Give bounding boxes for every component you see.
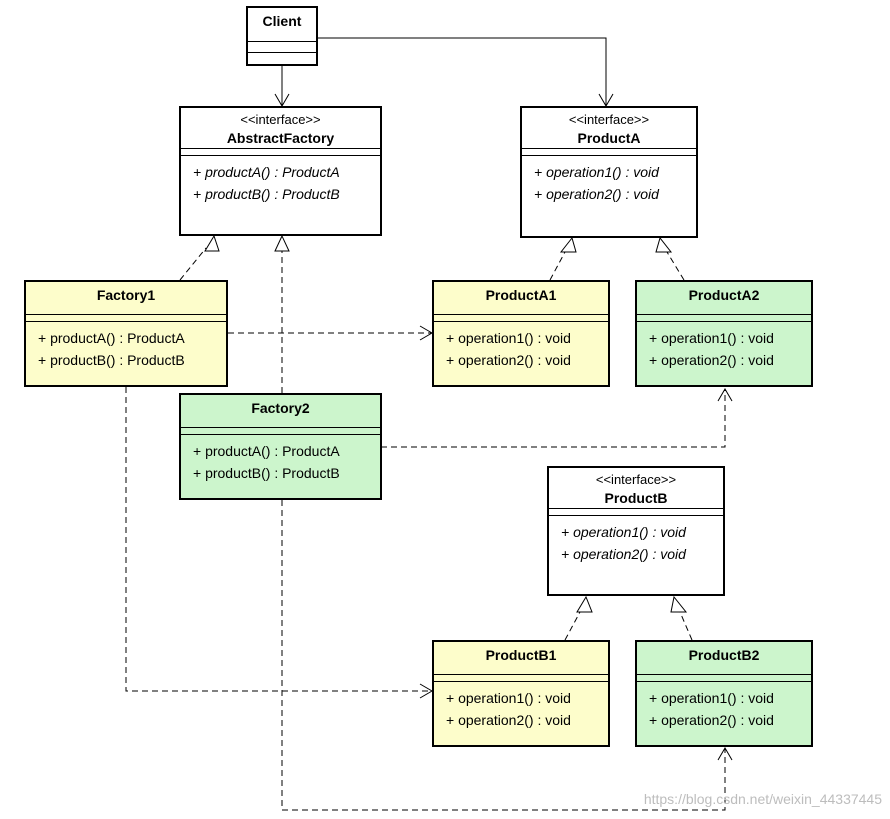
class-header: Factory1 [26,282,226,315]
realization-arrowhead [576,595,593,613]
operation: + productA() : ProductA [38,330,185,346]
class-header: ProductA2 [637,282,811,315]
operation: + operation1() : void [534,164,659,180]
operations-compartment: + productA() : ProductA + productB() : P… [181,156,380,205]
operation: + operation2() : void [561,546,686,562]
class-name: Factory1 [96,287,156,303]
class-name: Factory2 [251,400,310,416]
operations-compartment: + operation1() : void + operation2() : v… [637,682,811,731]
operation: + operation2() : void [649,352,774,368]
class-client-header: Client [248,8,316,42]
attributes-compartment [549,509,723,516]
class-header: Factory2 [181,395,380,428]
class-factory1: Factory1 + productA() : ProductA + produ… [24,280,228,387]
class-name: ProductA2 [688,287,760,303]
interface-productb: <<interface>> ProductB + operation1() : … [547,466,725,596]
operation: + productB() : ProductB [38,352,185,368]
association-client-producta [318,37,614,107]
stereotype-label: <<interface>> [568,112,650,127]
operations-compartment: + productA() : ProductA + productB() : P… [181,435,380,484]
class-header: ProductB2 [637,642,811,675]
dependency-factory1-productb1 [125,387,432,692]
attributes-compartment [248,42,316,53]
class-factory2: Factory2 + productA() : ProductA + produ… [179,393,382,500]
class-client: Client [246,6,318,66]
interface-header: <<interface>> ProductB [549,468,723,509]
operation: + operation2() : void [446,352,571,368]
operations-compartment: + productA() : ProductA + productB() : P… [26,322,226,371]
interface-header: <<interface>> ProductA [522,108,696,149]
operations-compartment: + operation1() : void + operation2() : v… [434,682,608,731]
class-header: ProductB1 [434,642,608,675]
operation: + operation1() : void [561,524,686,540]
interface-abstractfactory: <<interface>> AbstractFactory + productA… [179,106,382,236]
attributes-compartment [637,675,811,682]
realization-arrowhead [670,595,688,613]
class-name: Client [262,13,302,29]
operation: + productB() : ProductB [193,186,340,202]
dependency-arrowhead [717,388,733,402]
attributes-compartment [522,149,696,156]
class-header: ProductA1 [434,282,608,315]
realization-factory1-abstractfactory [179,247,207,281]
operation: + operation1() : void [649,330,774,346]
realization-producta2-producta [666,251,685,281]
operations-compartment: + operation1() : void + operation2() : v… [637,322,811,371]
interface-producta: <<interface>> ProductA + operation1() : … [520,106,698,238]
dependency-arrowhead [717,747,733,761]
class-name: AbstractFactory [226,130,335,146]
attributes-compartment [434,315,608,322]
operation: + productA() : ProductA [193,164,340,180]
operations-compartment: + operation1() : void + operation2() : v… [522,156,696,205]
stereotype-label: <<interface>> [240,112,321,127]
stereotype-label: <<interface>> [595,472,677,487]
operation: + productA() : ProductA [193,443,340,459]
realization-arrowhead [204,234,220,252]
attributes-compartment [637,315,811,322]
dependency-factory2-productb2 [281,500,726,811]
attributes-compartment [181,149,380,156]
interface-header: <<interface>> AbstractFactory [181,108,380,149]
watermark: https://blog.csdn.net/weixin_44337445 [643,791,882,807]
operation: + operation2() : void [534,186,659,202]
class-producta1: ProductA1 + operation1() : void + operat… [432,280,610,387]
class-name: ProductB1 [485,647,557,663]
operation: + operation2() : void [446,712,571,728]
operations-compartment: + operation1() : void + operation2() : v… [549,516,723,565]
realization-arrowhead [655,236,673,253]
attributes-compartment [434,675,608,682]
realization-producta1-producta [549,251,566,281]
class-producta2: ProductA2 + operation1() : void + operat… [635,280,813,387]
operations-compartment: + operation1() : void + operation2() : v… [434,322,608,371]
class-name: ProductB2 [688,647,760,663]
operation: + operation1() : void [446,690,571,706]
realization-arrowhead [559,236,577,253]
dependency-factory2-producta2 [381,389,726,448]
class-name: ProductA [577,130,641,146]
class-name: ProductB [604,490,668,506]
class-name: ProductA1 [485,287,557,303]
attributes-compartment [26,315,226,322]
realization-productb2-productb [679,611,693,641]
operation: + operation2() : void [649,712,774,728]
class-productb2: ProductB2 + operation1() : void + operat… [635,640,813,747]
operation: + operation1() : void [649,690,774,706]
realization-productb1-productb [564,611,581,641]
realization-arrowhead [274,234,290,252]
operation: + productB() : ProductB [193,465,340,481]
attributes-compartment [181,428,380,435]
class-productb1: ProductB1 + operation1() : void + operat… [432,640,610,747]
operation: + operation1() : void [446,330,571,346]
association-client-abstractfactory [274,66,290,107]
